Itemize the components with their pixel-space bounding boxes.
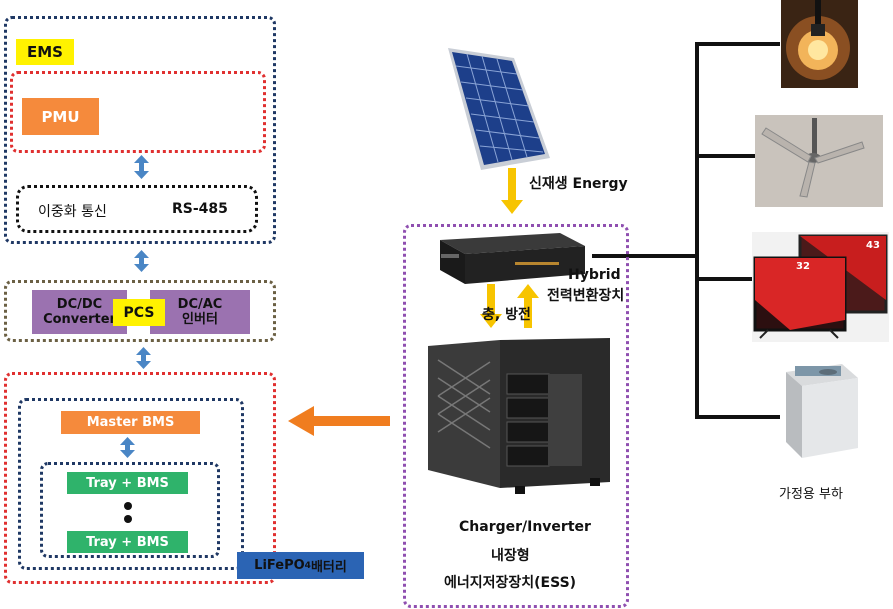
hybrid-label-line1: Hybrid	[568, 267, 621, 283]
tv-size-43: 43	[866, 240, 880, 251]
master-bms-label: Master BMS	[61, 411, 200, 434]
lifepo4-prefix: LiFePO	[254, 558, 305, 573]
tray-bms-bottom: Tray + BMS	[67, 531, 188, 553]
yellow-arrow-solar	[501, 168, 523, 214]
ellipsis-dot-2	[124, 515, 132, 523]
tv-size-32: 32	[796, 261, 810, 272]
hybrid-label-line2: 전력변환장치	[547, 288, 625, 304]
ess-label-line1: Charger/Inverter	[459, 519, 591, 535]
arrow-pcs-battery	[136, 347, 151, 369]
household-load-label: 가정용 부하	[779, 487, 843, 502]
ems-label: EMS	[16, 39, 74, 65]
arrow-ems-pcs	[134, 250, 149, 272]
ess-label-line3: 에너지저장장치(ESS)	[444, 575, 577, 591]
bms-outer-box	[18, 398, 244, 570]
arrow-pmu-comm	[134, 155, 149, 179]
dcac-inverter: DC/AC 인버터	[150, 290, 250, 334]
comm-rs485-label: RS-485	[172, 201, 228, 217]
yellow-arrow-discharge-up	[517, 284, 539, 328]
battery-box	[4, 372, 276, 584]
renewable-energy-label: 신재생 Energy	[529, 176, 628, 192]
ellipsis-dot-1	[124, 502, 132, 510]
arrow-master-tray	[120, 437, 135, 458]
pcs-box	[4, 280, 276, 342]
comm-box	[16, 185, 258, 233]
orange-arrow-left	[288, 406, 390, 436]
dcdc-line1: DC/DC	[56, 297, 103, 312]
lifepo4-suffix: 배터리	[310, 560, 347, 575]
dcac-line1: DC/AC	[177, 297, 223, 312]
ess-box	[403, 224, 629, 608]
pcs-label: PCS	[113, 299, 165, 326]
tray-bms-top: Tray + BMS	[67, 472, 188, 494]
tray-group-box	[40, 462, 220, 558]
pmu-region	[10, 71, 266, 153]
pmu-label: PMU	[22, 98, 99, 135]
ems-box	[4, 16, 276, 244]
lifepo4-subscript: 4	[304, 560, 311, 571]
dcdc-converter: DC/DC Converter	[32, 290, 127, 334]
ess-label-line2: 내장형	[491, 548, 530, 564]
charge-discharge-label: 충, 방전	[482, 307, 531, 323]
dcdc-line2: Converter	[43, 312, 116, 327]
comm-redundant-label: 이중화 통신	[38, 204, 107, 220]
load-wiring	[592, 42, 780, 419]
yellow-arrow-charge-down	[480, 284, 502, 328]
dcac-line2: 인버터	[182, 312, 218, 327]
